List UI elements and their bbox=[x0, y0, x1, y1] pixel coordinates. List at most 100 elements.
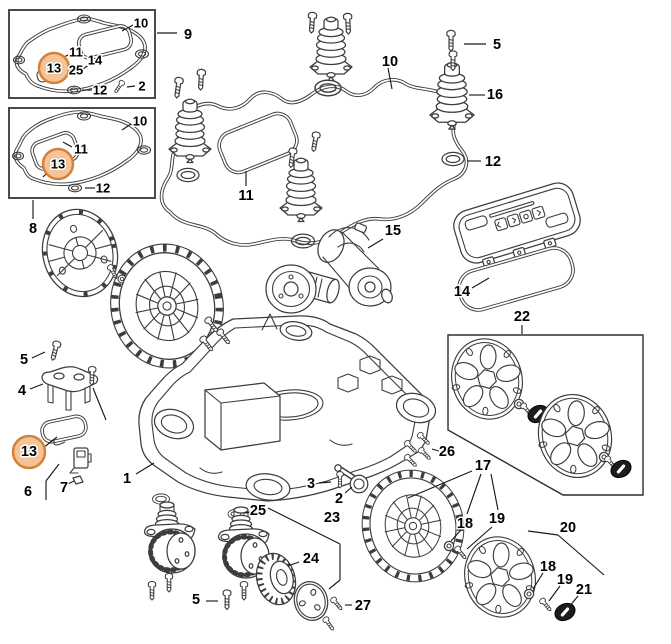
leader-line bbox=[367, 238, 384, 249]
callout-9[interactable]: 9 bbox=[182, 26, 193, 45]
screw bbox=[195, 68, 207, 91]
washer-18 bbox=[523, 588, 535, 600]
screw bbox=[306, 11, 318, 34]
screw-19 bbox=[538, 596, 554, 614]
callout-17[interactable]: 17 bbox=[473, 457, 492, 476]
leader-line bbox=[121, 123, 132, 131]
highlight-circle-part-13[interactable] bbox=[37, 51, 71, 85]
leader-line bbox=[557, 534, 605, 576]
callout-24[interactable]: 24 bbox=[301, 550, 320, 569]
seal-13 bbox=[38, 412, 91, 450]
cover-cap-21 bbox=[551, 599, 579, 625]
screw-5 bbox=[446, 29, 456, 52]
callout-12[interactable]: 12 bbox=[483, 153, 502, 172]
callout-18[interactable]: 18 bbox=[455, 515, 474, 534]
screw-5 bbox=[222, 589, 232, 611]
callout-23[interactable]: 23 bbox=[322, 509, 341, 528]
callout-21[interactable]: 21 bbox=[574, 581, 593, 600]
parts-layer bbox=[10, 11, 635, 633]
leader-line bbox=[387, 67, 393, 90]
callout-18[interactable]: 18 bbox=[538, 558, 557, 577]
callout-2[interactable]: 2 bbox=[137, 77, 147, 95]
leader-line bbox=[450, 529, 462, 542]
callout-11[interactable]: 11 bbox=[73, 140, 90, 158]
callout-10[interactable]: 10 bbox=[131, 112, 148, 130]
callout-13[interactable]: 13 bbox=[19, 443, 38, 462]
callout-5[interactable]: 5 bbox=[491, 36, 502, 55]
drive-motors-15 bbox=[265, 221, 395, 314]
leader-line bbox=[92, 387, 107, 421]
hub-cap-20 bbox=[454, 528, 545, 627]
motor-mount-plate bbox=[30, 198, 130, 308]
callout-12[interactable]: 12 bbox=[94, 179, 111, 197]
callout-10[interactable]: 10 bbox=[380, 53, 399, 72]
callout-10[interactable]: 10 bbox=[132, 14, 149, 32]
callout-14[interactable]: 14 bbox=[86, 51, 104, 69]
caster-wheel bbox=[145, 502, 195, 573]
callout-4[interactable]: 4 bbox=[16, 382, 27, 401]
callout-8[interactable]: 8 bbox=[27, 220, 38, 239]
callout-1[interactable]: 1 bbox=[121, 470, 132, 489]
callout-5[interactable]: 5 bbox=[190, 591, 201, 610]
rubber-damper bbox=[168, 98, 212, 164]
screw bbox=[342, 12, 354, 35]
screw-27 bbox=[329, 595, 345, 613]
highlight-circle-part-13[interactable] bbox=[41, 147, 75, 181]
hub-cap-22 bbox=[441, 330, 532, 429]
housing-gasket-10 bbox=[159, 77, 469, 247]
screw bbox=[147, 580, 157, 601]
callout-13[interactable]: 13 bbox=[45, 59, 62, 77]
callout-3[interactable]: 3 bbox=[305, 475, 316, 494]
callout-26[interactable]: 26 bbox=[437, 443, 456, 462]
callout-19[interactable]: 19 bbox=[555, 571, 574, 590]
callout-14[interactable]: 14 bbox=[452, 283, 471, 302]
callout-6[interactable]: 6 bbox=[22, 483, 33, 502]
hubcap-group-box-22 bbox=[447, 334, 644, 496]
callout-11[interactable]: 11 bbox=[237, 187, 255, 206]
leader-line bbox=[29, 383, 44, 390]
callout-7[interactable]: 7 bbox=[58, 479, 69, 498]
leader-line bbox=[318, 481, 332, 484]
cover-cap bbox=[607, 456, 635, 482]
callout-11[interactable]: 11 bbox=[68, 43, 85, 61]
callout-27[interactable]: 27 bbox=[353, 597, 372, 616]
callout-25[interactable]: 25 bbox=[67, 61, 84, 79]
leader-line bbox=[135, 462, 155, 475]
switch-6 bbox=[69, 447, 92, 474]
callout-19[interactable]: 19 bbox=[487, 510, 506, 529]
screw-27 bbox=[321, 615, 337, 633]
callout-16[interactable]: 16 bbox=[485, 86, 504, 105]
leader-line bbox=[407, 470, 473, 499]
leader-line bbox=[466, 526, 493, 550]
highlight-circle-part-13[interactable] bbox=[11, 434, 47, 470]
screw bbox=[239, 580, 249, 601]
screw bbox=[164, 572, 174, 593]
callout-20[interactable]: 20 bbox=[558, 519, 577, 538]
callout-13[interactable]: 13 bbox=[49, 155, 66, 173]
callout-15[interactable]: 15 bbox=[383, 222, 402, 241]
screw bbox=[171, 76, 185, 100]
callout-5[interactable]: 5 bbox=[18, 351, 29, 370]
leader-line bbox=[126, 85, 136, 88]
hub-cap-22 bbox=[527, 385, 622, 487]
leader-line bbox=[490, 473, 499, 511]
leader-lines-layer bbox=[29, 24, 605, 608]
callout-22[interactable]: 22 bbox=[512, 308, 531, 327]
leader-line bbox=[287, 561, 300, 567]
callout-2[interactable]: 2 bbox=[333, 490, 344, 509]
inset-box-gasket-kit-top bbox=[8, 9, 156, 99]
leader-line bbox=[267, 507, 341, 545]
screw-5 bbox=[48, 339, 62, 362]
leader-line bbox=[532, 572, 544, 590]
leader-line bbox=[471, 277, 490, 289]
screw bbox=[308, 130, 322, 153]
leader-line bbox=[67, 480, 75, 485]
o-ring-12 bbox=[441, 151, 465, 167]
rubber-damper-16 bbox=[429, 62, 475, 130]
callout-12[interactable]: 12 bbox=[91, 81, 108, 99]
callout-25[interactable]: 25 bbox=[248, 502, 267, 521]
leader-line bbox=[344, 486, 353, 494]
